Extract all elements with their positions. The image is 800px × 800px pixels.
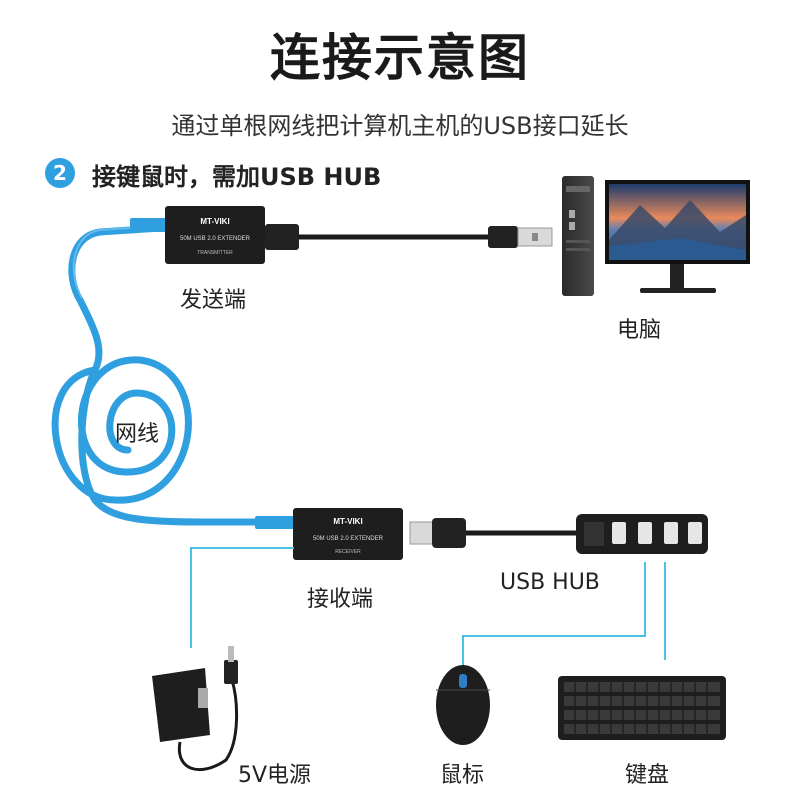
page-title: 连接示意图 (270, 29, 530, 87)
transmitter-device: MT-VIKI 50M USB 2.0 EXTENDER TRANSMITTER (130, 206, 299, 264)
transmitter-label: 发送端 (180, 288, 247, 313)
keyboard-label: 键盘 (625, 763, 670, 788)
page-subtitle: 通过单根网线把计算机主机的USB接口延长 (171, 112, 629, 140)
transmitter-brand: MT-VIKI (200, 217, 229, 226)
connector-lines (190, 547, 666, 668)
network-cable-highlight (72, 225, 161, 299)
mouse (436, 665, 490, 745)
hub-label: USB HUB (500, 570, 600, 595)
usb-hub (576, 514, 708, 554)
monitor (605, 180, 750, 293)
network-cable (51, 224, 259, 526)
keyboard (558, 676, 726, 740)
transmitter-model: 50M USB 2.0 EXTENDER (180, 236, 251, 242)
receiver-brand: MT-VIKI (333, 517, 362, 526)
power-label: 5V电源 (238, 763, 312, 788)
receiver-label: 接收端 (307, 587, 374, 612)
cable-label: 网线 (115, 422, 160, 447)
step-number-badge: 2 (45, 158, 75, 188)
receiver-type: RECEIVER (335, 549, 361, 555)
power-adapter (152, 646, 239, 772)
mouse-label: 鼠标 (440, 763, 485, 788)
computer-tower (562, 176, 594, 296)
step-description: 接键鼠时，需加USB HUB (92, 163, 382, 191)
computer-label: 电脑 (617, 318, 662, 343)
receiver-model: 50M USB 2.0 EXTENDER (313, 536, 384, 542)
transmitter-type: TRANSMITTER (197, 250, 233, 256)
receiver-device: MT-VIKI 50M USB 2.0 EXTENDER RECEIVER (255, 508, 403, 560)
